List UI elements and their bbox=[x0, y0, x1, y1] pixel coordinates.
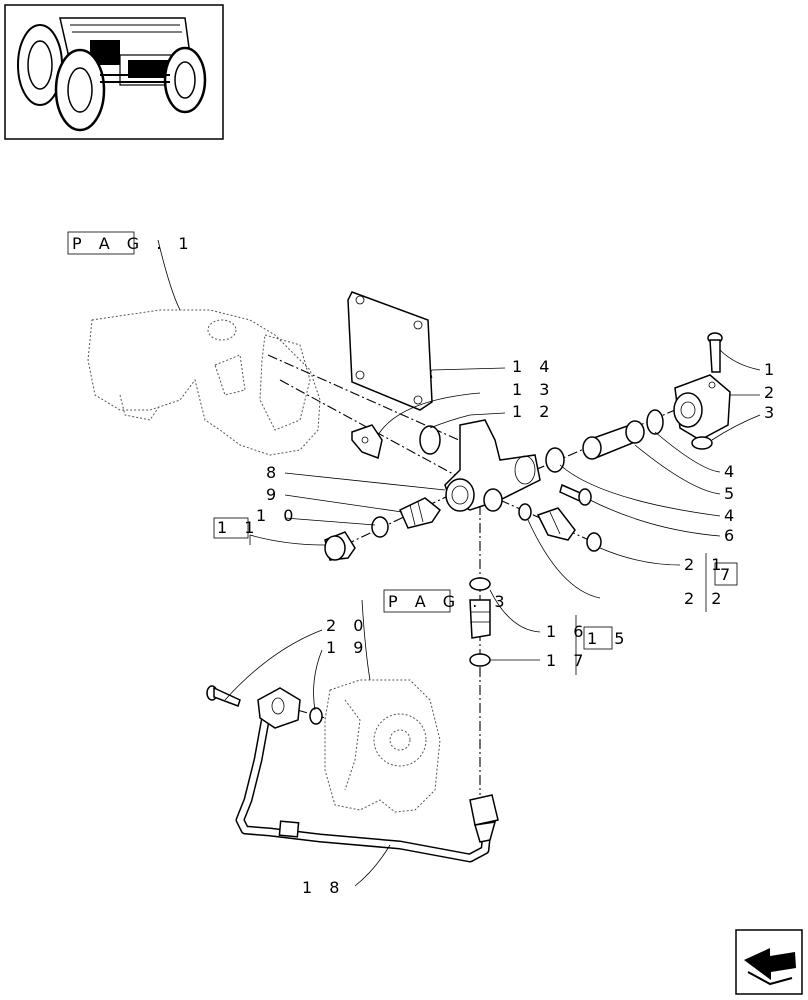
ref-pag1-label: P A G . 1 bbox=[72, 234, 195, 253]
callout-22: 2 2 bbox=[684, 589, 727, 608]
o-ring-4b bbox=[646, 409, 664, 435]
callout-4b: 4 bbox=[724, 506, 740, 525]
o-ring-22 bbox=[518, 503, 532, 521]
next-page-arrow-icon[interactable] bbox=[735, 929, 803, 995]
callout-7: 7 bbox=[720, 565, 736, 584]
screw-1 bbox=[707, 332, 723, 373]
connector-21 bbox=[536, 507, 576, 541]
fitting-15 bbox=[469, 577, 491, 667]
callout-6: 6 bbox=[724, 526, 740, 545]
plug-11 bbox=[324, 531, 356, 561]
banjo-20 bbox=[206, 685, 323, 729]
ghost-pump-housing bbox=[324, 679, 441, 813]
callout-20: 2 0 bbox=[326, 616, 369, 635]
leader-lines bbox=[157, 239, 761, 887]
ref-pag3-label: P A G . 3 bbox=[388, 592, 511, 611]
callout-16: 1 6 bbox=[546, 622, 589, 641]
callout-1: 1 bbox=[764, 360, 780, 379]
ref-pag3[interactable]: P A G . 3 bbox=[383, 589, 511, 613]
o-ring-21 bbox=[586, 532, 602, 552]
sleeve-5 bbox=[582, 420, 645, 460]
tee-fitting bbox=[444, 419, 541, 512]
valve-block-2 bbox=[673, 374, 731, 441]
callout-9: 9 bbox=[266, 485, 282, 504]
callout-box-11 bbox=[213, 517, 249, 539]
callout-19: 1 9 bbox=[326, 638, 369, 657]
callout-4a: 4 bbox=[724, 462, 740, 481]
callout-18: 1 8 bbox=[302, 878, 345, 897]
o-ring-12 bbox=[419, 425, 441, 455]
callout-13: 1 3 bbox=[512, 380, 555, 399]
callout-21: 2 1 bbox=[684, 555, 727, 574]
screw-6 bbox=[559, 483, 592, 506]
ref-pag1[interactable]: P A G . 1 bbox=[67, 231, 195, 255]
washer-3 bbox=[691, 436, 713, 450]
callout-15: 1 5 bbox=[587, 629, 630, 648]
callout-11: 1 1 bbox=[217, 518, 260, 537]
o-ring-4a bbox=[545, 447, 565, 473]
union-9 bbox=[399, 497, 442, 529]
tractor-thumbnail-icon bbox=[4, 4, 224, 140]
callout-8: 8 bbox=[266, 463, 282, 482]
pipe-18 bbox=[235, 700, 499, 863]
callout-17: 1 7 bbox=[546, 651, 589, 670]
callout-box-15 bbox=[583, 626, 613, 650]
callout-10: 1 0 bbox=[256, 506, 299, 525]
callout-12: 1 2 bbox=[512, 402, 555, 421]
bracket bbox=[351, 424, 383, 460]
callout-2: 2 bbox=[764, 383, 780, 402]
o-ring-10 bbox=[371, 516, 389, 538]
callout-14: 1 4 bbox=[512, 357, 555, 376]
callout-5: 5 bbox=[724, 484, 740, 503]
ghost-transmission-housing bbox=[87, 309, 321, 456]
callout-3: 3 bbox=[764, 403, 780, 422]
callout-box-7 bbox=[714, 562, 738, 586]
gasket-plate bbox=[347, 291, 433, 411]
